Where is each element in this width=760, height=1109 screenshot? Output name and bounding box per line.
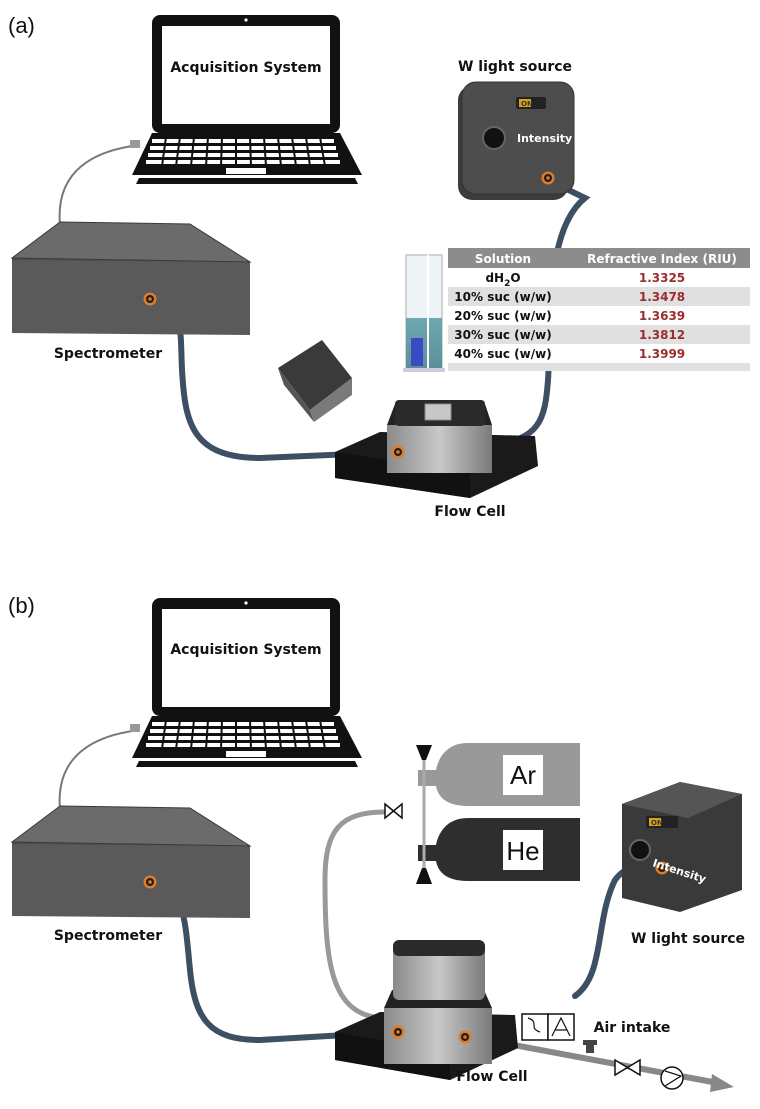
spectrometer-a [10,221,252,335]
acquisition-system-label-b: Acquisition System [170,642,321,658]
table-row-solution: 10% suc (w/w) [454,290,551,304]
gas-line [322,809,386,1021]
table-header-solution: Solution [475,252,531,266]
flow-cell-label-a: Flow Cell [434,504,505,520]
air-intake-label: Air intake [594,1020,671,1036]
light-source-label-a: W light source [458,59,572,75]
exhaust-valve-icon [614,1058,641,1077]
keyboard-keys [146,139,340,164]
flow-cell-label-b: Flow Cell [456,1069,527,1085]
light-source-port-a [541,171,555,185]
laptop-a [130,15,362,184]
usb-cable-a [58,144,141,226]
spectrometer-label-b: Spectrometer [54,928,162,944]
usb-cable-b [58,729,141,811]
flow-cell-port-a [391,445,405,459]
table-row-ri-value: 1.3478 [639,290,685,304]
table-row-solution: 40% suc (w/w) [454,347,551,361]
spectrometer-port-b [143,875,157,889]
table-row-ri-value: 1.3999 [639,347,685,361]
table-row-solution: dH2O [485,271,520,289]
gas-regulators [384,745,432,884]
light-source-a: ON [458,81,575,200]
flow-cell-b [335,940,518,1080]
spectrometer-port-a [143,292,157,306]
switch-on-label-a: ON [521,100,533,108]
table-row-ri-value: 1.3639 [639,309,685,323]
panel-b-label: (b) [8,593,35,618]
table-row-ri-value: 1.3325 [639,271,685,285]
valve-icon [384,802,403,820]
filter-sensor-box [521,1013,575,1041]
spectrometer-label-a: Spectrometer [54,346,162,362]
panel-a-label: (a) [8,13,35,38]
flow-cell-lid-a [278,340,352,422]
table-row-solution: 20% suc (w/w) [454,309,551,323]
flow-cell-a [335,400,538,498]
pump-icon [660,1066,684,1090]
table-row-ri-value: 1.3812 [639,328,685,342]
acquisition-system-label-a: Acquisition System [170,60,321,76]
switch-on-label-b: ON [651,819,663,827]
spectrometer-b [10,805,252,918]
refractive-index-table: Solution Refractive Index (RIU) dH2O 10%… [448,248,750,371]
gas-cylinder-ar: Ar [418,743,580,806]
gas-cylinder-he: He [418,818,580,881]
flow-cell-port-b-left [391,1025,405,1039]
table-header-refractive-index: Refractive Index (RIU) [587,252,737,266]
flow-cell-port-b-right [458,1030,472,1044]
intensity-label-a: Intensity [517,132,572,145]
gas-he-label: He [506,836,539,866]
cuvette [403,254,445,372]
laptop-b [130,598,362,767]
gas-ar-label: Ar [510,760,536,790]
light-source-b: ON [622,782,742,912]
table-row-solution: 30% suc (w/w) [454,328,551,342]
light-source-label-b: W light source [631,931,745,947]
